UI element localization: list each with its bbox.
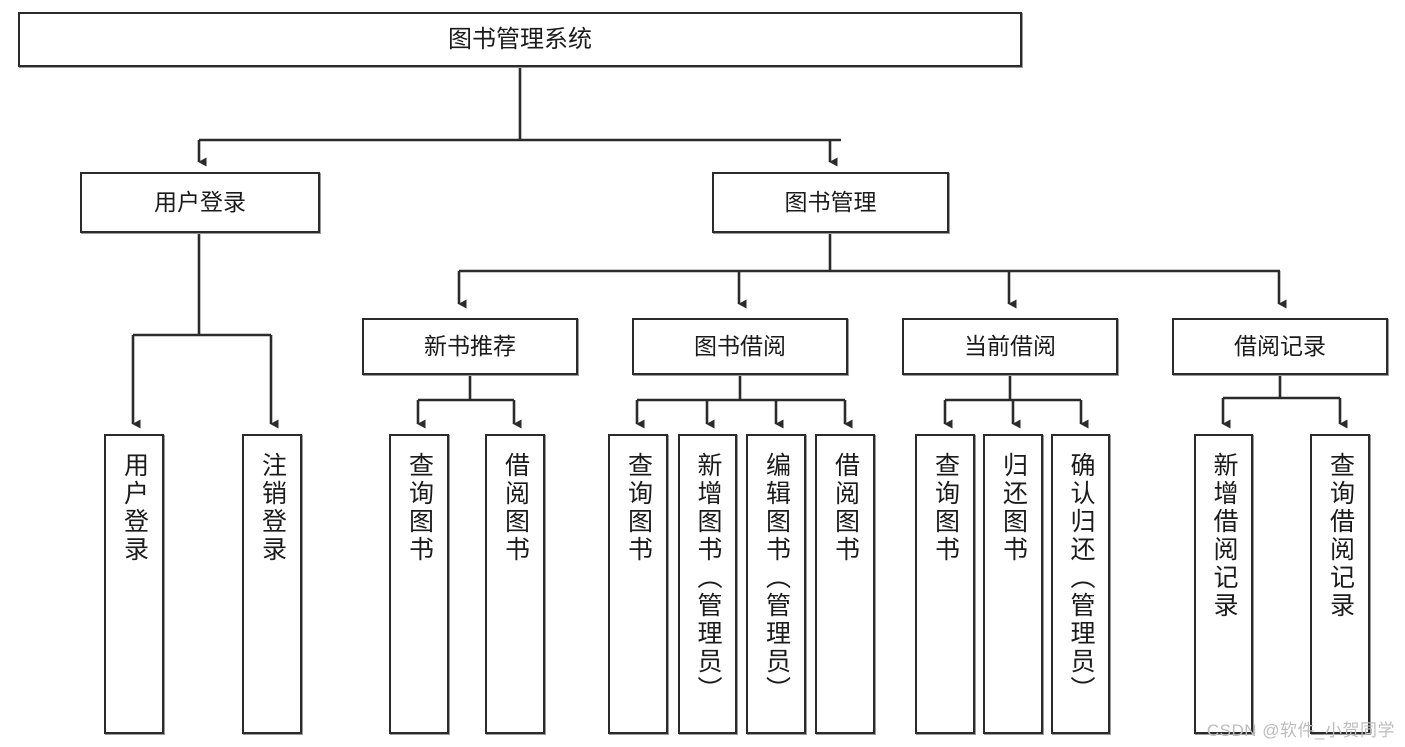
- node-new-book-recommend[interactable]: 新书推荐: [362, 318, 578, 375]
- node-leaf-borrow-book-2-label: 借阅图书: [831, 452, 860, 564]
- node-leaf-return-book-label: 归还图书: [999, 452, 1028, 564]
- node-leaf-borrow-book-1[interactable]: 借阅图书: [485, 434, 545, 734]
- node-leaf-user-login-label: 用户登录: [120, 452, 149, 564]
- node-leaf-return-book[interactable]: 归还图书: [983, 434, 1043, 734]
- node-leaf-query-book-3-label: 查询图书: [931, 452, 960, 564]
- node-leaf-confirm-return[interactable]: 确认归还（管理员）: [1051, 434, 1110, 734]
- node-book-borrow[interactable]: 图书借阅: [632, 318, 848, 375]
- node-leaf-query-record-label: 查询借阅记录: [1326, 452, 1355, 620]
- node-current-borrow[interactable]: 当前借阅: [902, 318, 1118, 375]
- node-leaf-query-record[interactable]: 查询借阅记录: [1310, 434, 1370, 734]
- node-leaf-add-book-label: 新增图书（管理员）: [694, 452, 722, 704]
- node-borrow-record-label: 借阅记录: [1234, 333, 1326, 360]
- node-leaf-edit-book-label: 编辑图书（管理员）: [762, 452, 791, 704]
- node-leaf-query-book-3[interactable]: 查询图书: [915, 434, 975, 734]
- node-leaf-add-record-label: 新增借阅记录: [1210, 452, 1238, 620]
- node-leaf-add-book[interactable]: 新增图书（管理员）: [678, 434, 737, 734]
- node-root[interactable]: 图书管理系统: [18, 12, 1022, 67]
- node-user-login-label: 用户登录: [154, 189, 246, 216]
- node-leaf-edit-book[interactable]: 编辑图书（管理员）: [746, 434, 806, 734]
- node-book-manage-label: 图书管理: [784, 189, 877, 216]
- node-book-manage[interactable]: 图书管理: [712, 172, 949, 233]
- node-leaf-query-book-2[interactable]: 查询图书: [608, 434, 668, 734]
- node-root-label: 图书管理系统: [448, 25, 592, 53]
- node-leaf-user-login[interactable]: 用户登录: [104, 434, 164, 734]
- node-leaf-confirm-return-label: 确认归还（管理员）: [1067, 452, 1095, 704]
- node-leaf-query-book-1-label: 查询图书: [405, 452, 434, 564]
- node-current-borrow-label: 当前借阅: [964, 333, 1056, 360]
- watermark: CSDN @软件_小贺同学: [1206, 721, 1395, 740]
- node-leaf-borrow-book-2[interactable]: 借阅图书: [815, 434, 875, 734]
- node-leaf-add-record[interactable]: 新增借阅记录: [1194, 434, 1253, 734]
- node-leaf-logout-label: 注销登录: [258, 452, 287, 564]
- node-leaf-query-book-2-label: 查询图书: [624, 452, 653, 564]
- node-leaf-query-book-1[interactable]: 查询图书: [389, 434, 449, 734]
- node-leaf-logout[interactable]: 注销登录: [242, 434, 302, 734]
- node-new-book-recommend-label: 新书推荐: [424, 333, 516, 360]
- node-borrow-record[interactable]: 借阅记录: [1172, 318, 1388, 375]
- node-leaf-borrow-book-1-label: 借阅图书: [501, 452, 530, 564]
- node-user-login[interactable]: 用户登录: [80, 172, 320, 233]
- node-book-borrow-label: 图书借阅: [694, 333, 786, 360]
